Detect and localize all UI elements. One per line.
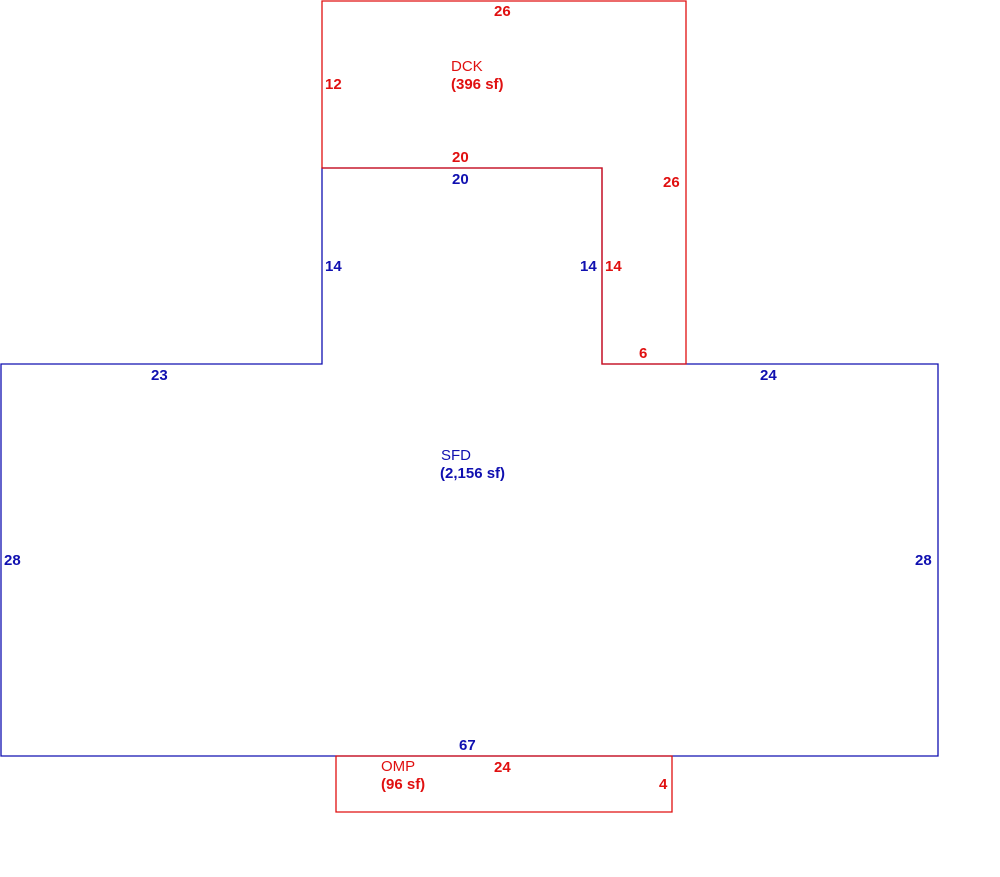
sfd-dim-right: 28 [915, 552, 932, 569]
dck-dim-top: 26 [494, 3, 511, 20]
sfd-dim-top-inner: 20 [452, 171, 469, 188]
dck-name: DCK [451, 58, 483, 75]
sfd-area: (2,156 sf) [440, 465, 505, 482]
dck-dim-bottom: 6 [639, 345, 647, 362]
sfd-dim-left: 28 [4, 552, 21, 569]
sfd-name: SFD [441, 447, 471, 464]
sfd-dim-left-upper: 14 [325, 258, 342, 275]
sfd-dim-bottom: 67 [459, 737, 476, 754]
dck-dim-left: 12 [325, 76, 342, 93]
dck-dim-inner-right: 14 [605, 258, 622, 275]
dck-outline [321, 0, 687, 365]
omp-dim-right: 4 [659, 776, 668, 793]
dck-dim-right: 26 [663, 174, 680, 191]
sfd-dim-top-left: 23 [151, 367, 168, 384]
omp-dim-top: 24 [494, 759, 511, 776]
sfd-dim-top-right: 24 [760, 367, 777, 384]
omp-name: OMP [381, 758, 415, 775]
dck-area: (396 sf) [451, 76, 504, 93]
omp-area: (96 sf) [381, 776, 425, 793]
omp-outline [335, 755, 673, 813]
sfd-dim-inner-right: 14 [580, 258, 597, 275]
dck-dim-inner-top: 20 [452, 149, 469, 166]
